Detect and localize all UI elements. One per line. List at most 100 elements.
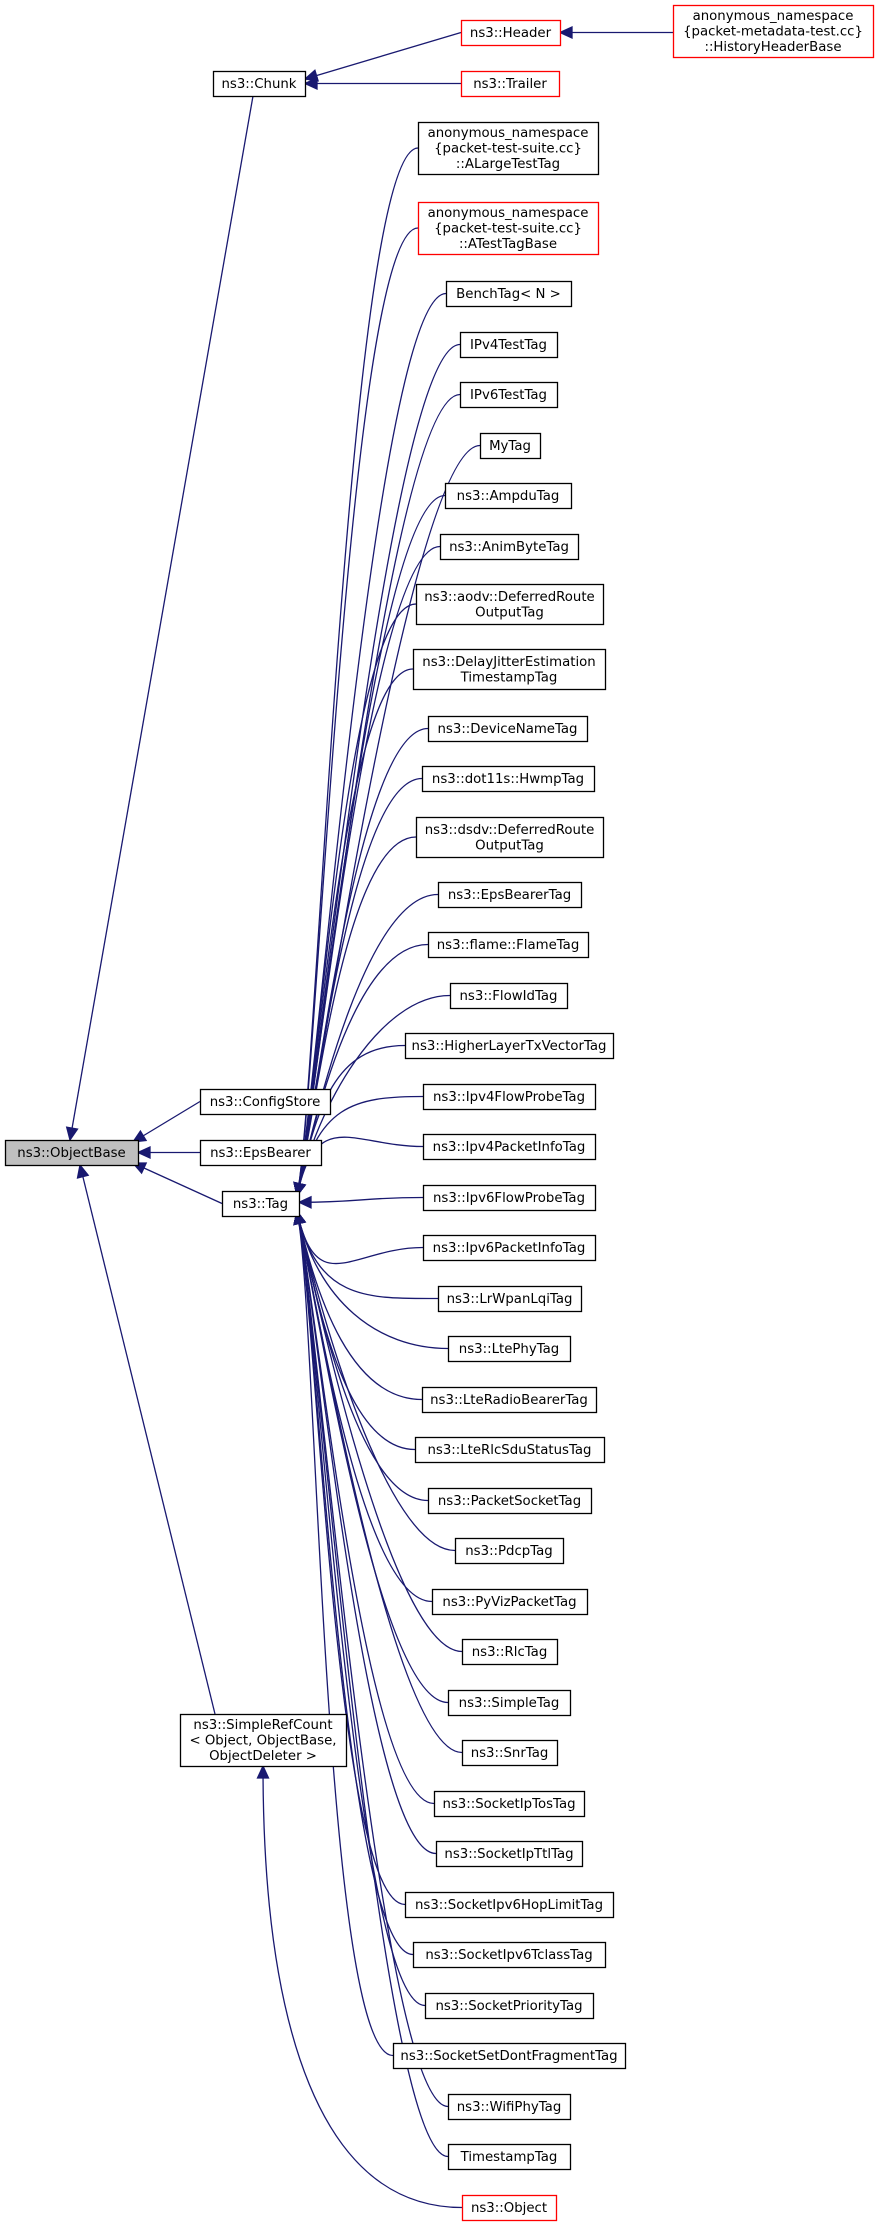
- class-node-label: TimestampTag: [460, 2150, 558, 2165]
- class-node-ipv6flowprobe[interactable]: ns3::Ipv6FlowProbeTag: [422, 1184, 597, 1212]
- class-node-epsbearertag[interactable]: ns3::EpsBearerTag: [437, 881, 583, 909]
- class-node-socketpriority[interactable]: ns3::SocketPriorityTag: [424, 1992, 595, 2020]
- class-node-label: anonymous_namespace: [428, 126, 589, 141]
- class-node-box: [427, 931, 590, 959]
- class-node-label: ns3::EpsBearerTag: [448, 888, 571, 903]
- class-node-label: {packet-metadata-test.cc}: [683, 25, 863, 40]
- class-node-devicenametag[interactable]: ns3::DeviceNameTag: [427, 715, 589, 743]
- class-node-label: ns3::SnrTag: [471, 1746, 549, 1761]
- class-node-box: [427, 1487, 593, 1515]
- class-node-box: [672, 4, 875, 59]
- class-node-object[interactable]: ns3::Object: [461, 2194, 558, 2222]
- class-node-flametag[interactable]: ns3::flame::FlameTag: [427, 931, 590, 959]
- class-node-benchtag[interactable]: BenchTag< N >: [445, 280, 573, 308]
- class-node-box: [459, 331, 559, 359]
- class-node-box: [439, 533, 580, 561]
- class-node-box: [412, 1941, 607, 1969]
- class-node-box: [422, 1083, 597, 1111]
- class-node-socketdontfrag[interactable]: ns3::SocketSetDontFragmentTag: [392, 2042, 627, 2070]
- edge-delayjitter-to-tag: [296, 668, 414, 1196]
- edge-socketpriority-to-tag: [296, 1211, 426, 2007]
- class-node-box: [421, 765, 596, 793]
- class-node-objectbase[interactable]: ns3::ObjectBase: [4, 1139, 140, 1167]
- class-node-label: ns3::AmpduTag: [457, 489, 560, 504]
- class-node-label: ns3::RlcTag: [472, 1645, 548, 1660]
- class-node-label: ns3::Object: [471, 2201, 547, 2216]
- edge-timestamptag-to-tag: [296, 1211, 449, 2158]
- class-node-configstore[interactable]: ns3::ConfigStore: [199, 1088, 332, 1116]
- class-node-box: [461, 2194, 558, 2222]
- class-node-snrtag[interactable]: ns3::SnrTag: [461, 1739, 559, 1767]
- class-node-higherlayer[interactable]: ns3::HigherLayerTxVectorTag: [404, 1032, 615, 1060]
- class-node-header[interactable]: ns3::Header: [460, 19, 562, 47]
- edge-chunk-to-objectbase-arrowhead: [65, 1126, 79, 1142]
- class-node-packetsockettag[interactable]: ns3::PacketSocketTag: [427, 1487, 593, 1515]
- class-node-hwmptag[interactable]: ns3::dot11s::HwmpTag: [421, 765, 596, 793]
- class-node-trailer[interactable]: ns3::Trailer: [460, 70, 561, 98]
- class-node-historyheaderbase[interactable]: anonymous_namespace{packet-metadata-test…: [672, 4, 875, 59]
- class-node-box: [199, 1088, 332, 1116]
- class-node-simpletag[interactable]: ns3::SimpleTag: [447, 1689, 572, 1717]
- class-node-label: ns3::SocketSetDontFragmentTag: [400, 2049, 617, 2064]
- class-node-box: [447, 2093, 572, 2121]
- edge-object-to-simplerefcount: [262, 1765, 463, 2209]
- class-node-label: IPv4TestTag: [470, 338, 547, 353]
- class-node-box: [433, 1790, 586, 1818]
- class-node-atesttagbase[interactable]: anonymous_namespace{packet-test-suite.cc…: [417, 201, 600, 256]
- class-node-pdcptag[interactable]: ns3::PdcpTag: [454, 1537, 565, 1565]
- class-node-lteradiobearer[interactable]: ns3::LteRadioBearerTag: [421, 1386, 598, 1414]
- edge-tag-to-objectbase: [132, 1162, 223, 1205]
- class-node-label: ns3::DelayJitterEstimation: [422, 655, 595, 670]
- class-node-label: {packet-test-suite.cc}: [434, 222, 582, 237]
- class-node-ipv4flowprobe[interactable]: ns3::Ipv4FlowProbeTag: [422, 1083, 597, 1111]
- class-node-label: ns3::ObjectBase: [17, 1146, 125, 1161]
- class-node-sockettos[interactable]: ns3::SocketIpTosTag: [433, 1790, 586, 1818]
- class-node-socketttl[interactable]: ns3::SocketIpTtlTag: [435, 1840, 584, 1868]
- class-node-chunk[interactable]: ns3::Chunk: [212, 70, 307, 98]
- edge-object-to-simplerefcount-arrowhead: [256, 1764, 270, 1779]
- class-node-box: [414, 1436, 606, 1464]
- class-node-flowidtag[interactable]: ns3::FlowIdTag: [449, 982, 569, 1010]
- class-node-rlctag[interactable]: ns3::RlcTag: [461, 1638, 559, 1666]
- class-node-label: ns3::aodv::DeferredRoute: [424, 590, 595, 605]
- class-node-simplerefcount[interactable]: ns3::SimpleRefCount< Object, ObjectBase,…: [179, 1713, 348, 1768]
- class-node-animbytetag[interactable]: ns3::AnimByteTag: [439, 533, 580, 561]
- edge-ipv6flowprobe-to-tag-arrowhead: [297, 1195, 312, 1209]
- class-node-label: ns3::SocketIpv6TclassTag: [425, 1948, 592, 1963]
- class-node-label: ns3::SimpleTag: [459, 1696, 560, 1711]
- class-node-mytag[interactable]: MyTag: [479, 432, 542, 460]
- class-node-box: [445, 280, 573, 308]
- class-node-label: ns3::SocketIpv6HopLimitTag: [415, 1898, 603, 1913]
- class-node-label: ns3::SocketIpTosTag: [442, 1797, 575, 1812]
- class-node-ipv4testtag[interactable]: IPv4TestTag: [459, 331, 559, 359]
- class-node-label: ObjectDeleter >: [209, 1749, 317, 1764]
- class-node-lrwpanlqi[interactable]: ns3::LrWpanLqiTag: [437, 1285, 583, 1313]
- class-node-box: [422, 1184, 597, 1212]
- class-node-timestamptag[interactable]: TimestampTag: [447, 2143, 572, 2171]
- class-node-socketipv6hop[interactable]: ns3::SocketIpv6HopLimitTag: [404, 1891, 615, 1919]
- class-node-socketipv6tclass[interactable]: ns3::SocketIpv6TclassTag: [412, 1941, 607, 1969]
- class-node-ampdutag[interactable]: ns3::AmpduTag: [444, 482, 573, 510]
- class-node-wifiphytag[interactable]: ns3::WifiPhyTag: [447, 2093, 572, 2121]
- class-node-epsbearer[interactable]: ns3::EpsBearer: [199, 1139, 323, 1167]
- class-node-lterlcsdu[interactable]: ns3::LteRlcSduStatusTag: [414, 1436, 606, 1464]
- class-node-box: [461, 1739, 559, 1767]
- class-node-ipv6testtag[interactable]: IPv6TestTag: [459, 381, 559, 409]
- class-node-ipv4packetinfo[interactable]: ns3::Ipv4PacketInfoTag: [422, 1133, 597, 1161]
- class-node-ipv6packetinfo[interactable]: ns3::Ipv6PacketInfoTag: [422, 1234, 597, 1262]
- class-node-ltephytag[interactable]: ns3::LtePhyTag: [447, 1335, 572, 1363]
- class-node-label: ns3::Header: [470, 26, 552, 41]
- edge-trailer-to-chunk-arrowhead: [303, 76, 318, 91]
- class-node-label: ns3::LtePhyTag: [459, 1342, 559, 1357]
- class-node-box: [221, 1190, 301, 1218]
- class-node-label: ns3::EpsBearer: [210, 1146, 311, 1161]
- edge-lrwpanlqi-to-tag: [296, 1211, 439, 1300]
- class-node-pyvizpacket[interactable]: ns3::PyVizPacketTag: [431, 1588, 589, 1616]
- class-node-box: [447, 1689, 572, 1717]
- class-node-tag[interactable]: ns3::Tag: [221, 1190, 301, 1218]
- class-node-alargetesttag[interactable]: anonymous_namespace{packet-test-suite.cc…: [417, 121, 600, 176]
- class-nodes: ns3::ObjectBasens3::Chunkns3::Headeranon…: [4, 4, 875, 2222]
